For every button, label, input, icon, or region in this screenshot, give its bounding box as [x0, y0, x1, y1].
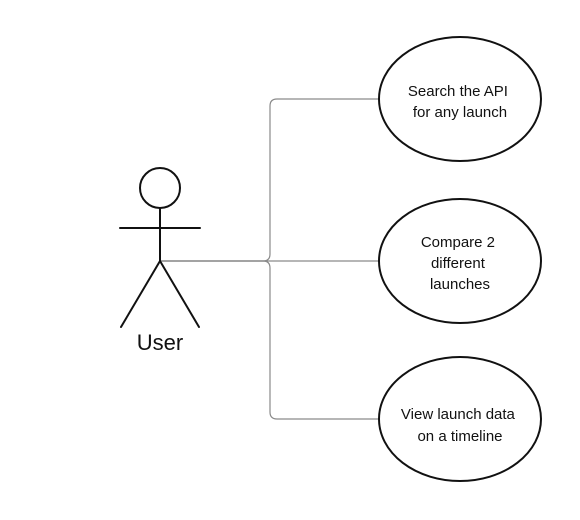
- connector-to-timeline: [160, 260, 380, 420]
- connectors: [160, 98, 380, 420]
- use-case-label-line: for any launch: [413, 104, 507, 121]
- use-case-label-line: on a timeline: [417, 428, 502, 445]
- use-case-search-api: Search the API for any launch: [378, 36, 542, 162]
- use-case-label-line: View launch data: [401, 406, 516, 423]
- use-case-label-line: launches: [430, 276, 490, 293]
- use-case-view-timeline: View launch data on a timeline: [378, 356, 542, 482]
- connector-to-search: [160, 98, 380, 262]
- use-case-label-line: Search the API: [408, 83, 508, 100]
- use-case-compare-launches: Compare 2 different launches: [378, 198, 542, 324]
- actor-user: User: [119, 167, 201, 355]
- use-case-ellipse: [378, 198, 542, 324]
- use-case-ellipse: [378, 356, 542, 482]
- use-case-label: Compare 2 different launches: [421, 234, 499, 293]
- use-case-label: View launch data on a timeline: [401, 406, 519, 445]
- actor-label: User: [137, 330, 183, 355]
- actor-left-leg: [120, 260, 161, 328]
- actor-right-leg: [159, 260, 200, 328]
- use-case-label-line: Compare 2: [421, 234, 495, 251]
- use-case-label: Search the API for any launch: [408, 83, 512, 121]
- use-case-label-line: different: [431, 255, 486, 272]
- actor-head: [139, 167, 181, 209]
- use-case-ellipse: [378, 36, 542, 162]
